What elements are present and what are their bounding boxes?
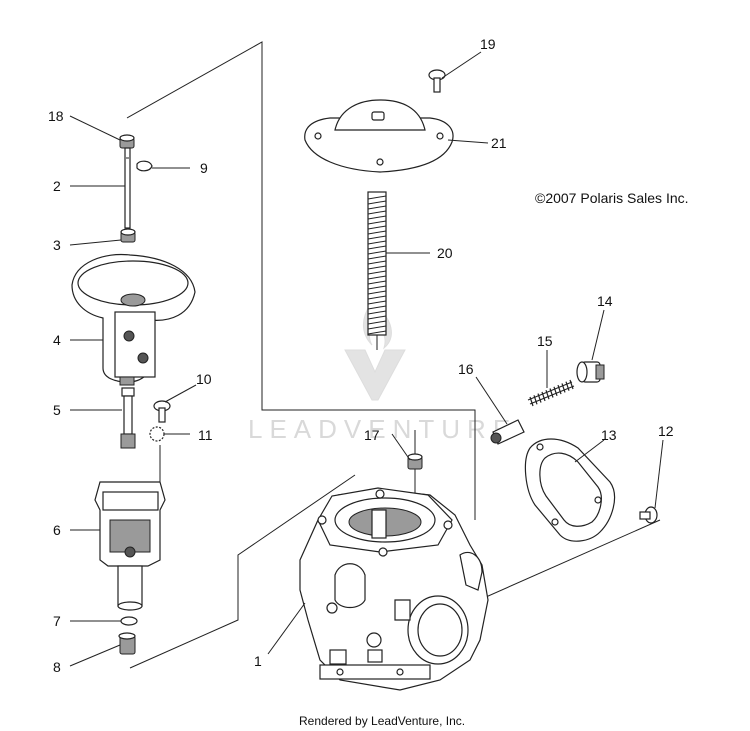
- watermark-text: LEADVENTURE: [248, 414, 517, 444]
- part-9-e-clip: [136, 160, 153, 172]
- callout-5: 5: [53, 402, 61, 418]
- leadventure-watermark: LEADVENTURE: [248, 304, 517, 444]
- callout-14: 14: [597, 293, 613, 309]
- callout-12: 12: [658, 423, 674, 439]
- callout-18: 18: [48, 108, 64, 124]
- part-7-washer: [120, 616, 138, 626]
- callout-8: 8: [53, 659, 61, 675]
- callout-20: 20: [437, 245, 453, 261]
- copyright-text: ©2007 Polaris Sales Inc.: [535, 190, 689, 206]
- watermark-v-icon: [344, 349, 406, 401]
- callout-19: 19: [480, 36, 496, 52]
- part-19-cover-screw: [428, 69, 446, 93]
- part-14-plug: [576, 361, 605, 383]
- callout-2: 2: [53, 178, 61, 194]
- part-17-plug: [407, 453, 423, 470]
- callout-9: 9: [200, 160, 208, 176]
- callout-7: 7: [53, 613, 61, 629]
- callout-21: 21: [491, 135, 507, 151]
- part-11-lock-washer: [149, 426, 165, 442]
- callout-15: 15: [537, 333, 553, 349]
- part-2-jet-needle: [124, 147, 131, 229]
- callout-3: 3: [53, 237, 61, 253]
- part-13-gasket: [524, 438, 615, 542]
- callout-leaders: [69, 51, 664, 667]
- callout-1: 1: [254, 653, 262, 669]
- part-15-small-spring: [527, 379, 575, 407]
- callout-13: 13: [601, 427, 617, 443]
- part-1-carburetor-body: [299, 487, 489, 691]
- callout-6: 6: [53, 522, 61, 538]
- part-4-diaphragm-piston: [71, 253, 196, 386]
- callout-10: 10: [196, 371, 212, 387]
- part-6-throttle-slide: [94, 445, 166, 611]
- callout-labels: 18 2 3 4 5 6 7 8 9 10 11 19 21 20 14 15 …: [48, 36, 674, 675]
- callout-16: 16: [458, 361, 474, 377]
- part-21-top-cover: [304, 99, 454, 173]
- callout-4: 4: [53, 332, 61, 348]
- callout-17: 17: [364, 427, 380, 443]
- part-3-spacer: [120, 228, 136, 243]
- part-18-needle-nut: [119, 134, 135, 149]
- footer-credit: Rendered by LeadVenture, Inc.: [299, 714, 465, 728]
- reference-line-slide: [129, 474, 356, 669]
- part-20-spring: [367, 191, 387, 336]
- part-5-needle-jet: [120, 387, 136, 449]
- part-8-main-jet: [118, 632, 136, 655]
- part-12-screw: [639, 506, 658, 524]
- callout-11: 11: [198, 427, 213, 443]
- part-16-pilot-screw: [490, 419, 525, 445]
- reference-line-diaphragm: [126, 41, 476, 520]
- part-10-screw: [153, 400, 171, 423]
